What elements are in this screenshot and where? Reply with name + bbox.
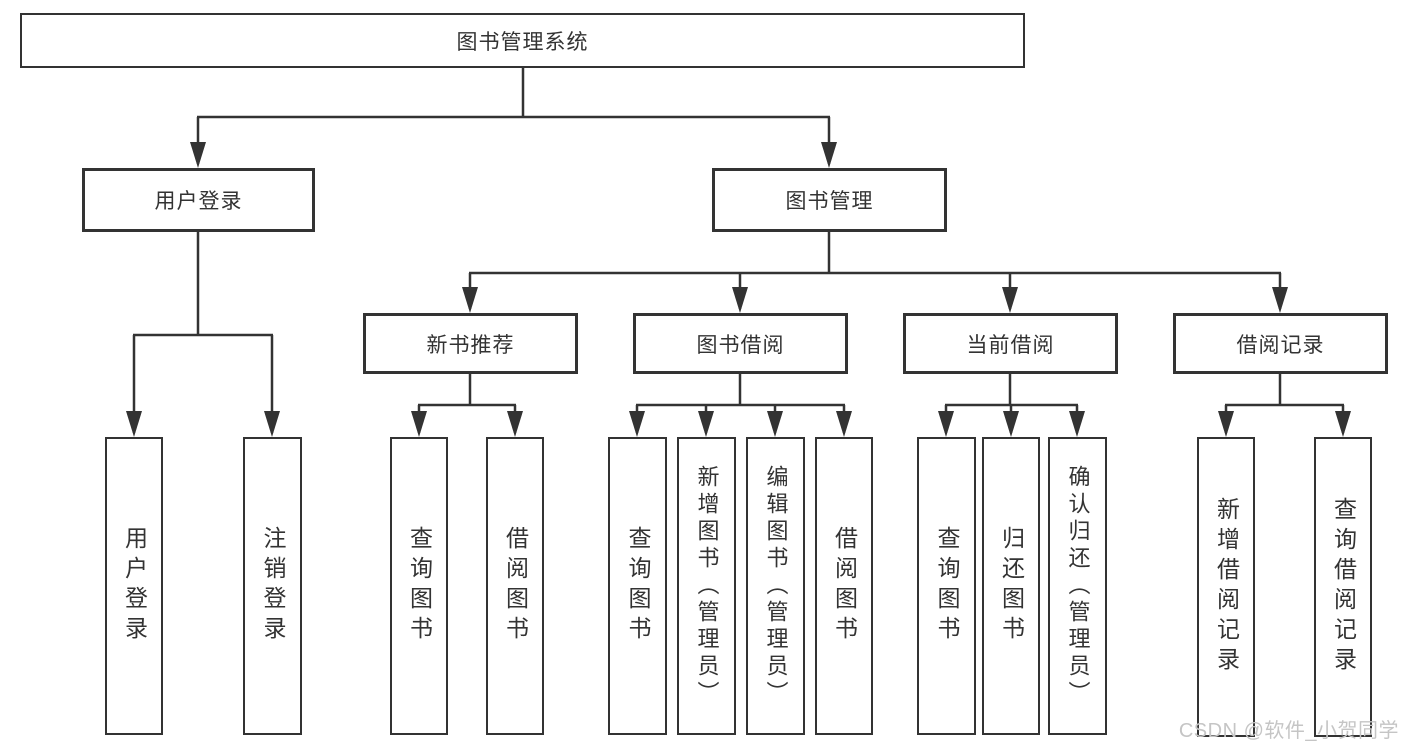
leaf-confirm-return-admin: 确认归还（管理员）	[1048, 437, 1107, 735]
node-new-book-recommend: 新书推荐	[363, 313, 578, 374]
leaf-query-books-borrow: 查询图书	[608, 437, 667, 735]
node-library-system: 图书管理系统	[20, 13, 1025, 68]
node-book-borrow: 图书借阅	[633, 313, 848, 374]
leaf-edit-book-admin: 编辑图书（管理员）	[746, 437, 805, 735]
leaf-borrow-books: 借阅图书	[815, 437, 873, 735]
node-borrow-records: 借阅记录	[1173, 313, 1388, 374]
leaf-add-book-admin: 新增图书（管理员）	[677, 437, 736, 735]
leaf-query-books-current: 查询图书	[917, 437, 976, 735]
node-current-borrow: 当前借阅	[903, 313, 1118, 374]
leaf-query-borrow-record: 查询借阅记录	[1314, 437, 1372, 737]
leaf-borrow-books-recommend: 借阅图书	[486, 437, 544, 735]
leaf-add-borrow-record: 新增借阅记录	[1197, 437, 1255, 737]
leaf-return-book: 归还图书	[982, 437, 1040, 735]
node-user-login: 用户登录	[82, 168, 315, 232]
leaf-user-login: 用户登录	[105, 437, 163, 735]
leaf-logout: 注销登录	[243, 437, 302, 735]
node-book-management: 图书管理	[712, 168, 947, 232]
leaf-query-books-recommend: 查询图书	[390, 437, 448, 735]
watermark-text: CSDN @软件_小贺同学	[1178, 720, 1399, 742]
